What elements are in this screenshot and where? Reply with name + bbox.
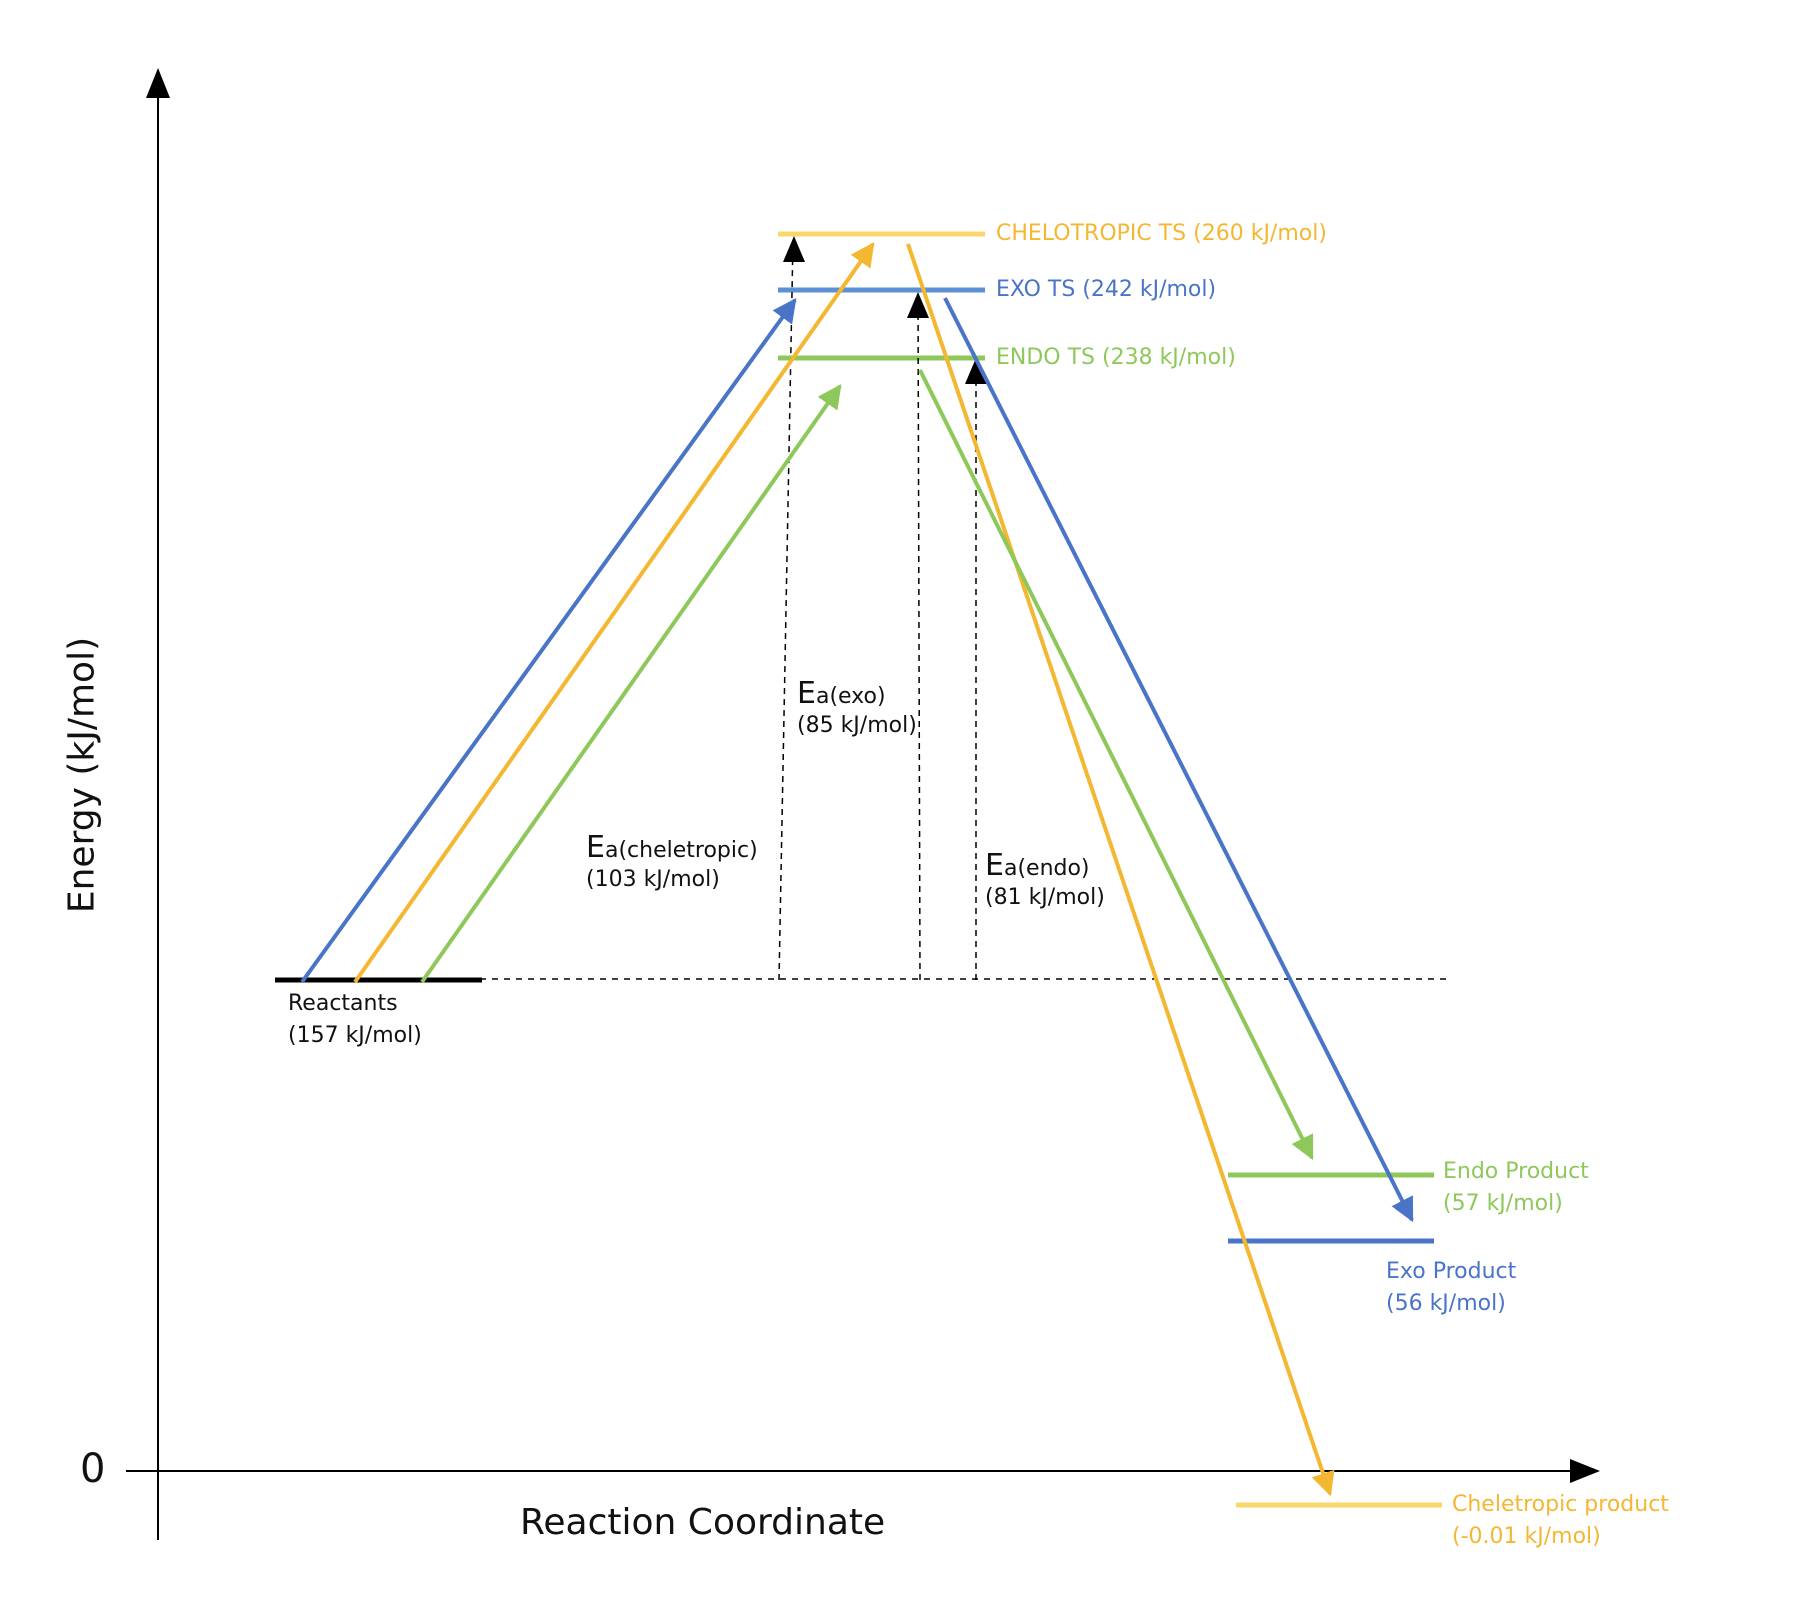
exo-product-name: Exo Product — [1386, 1259, 1517, 1284]
ea-exo-subscript: a(exo) — [815, 684, 886, 709]
ea-exo-label: Ea(exo) (85 kJ/mol) — [797, 676, 917, 738]
ea-cheletropic-symbol: E — [586, 830, 605, 865]
x-axis-title: Reaction Coordinate — [520, 1502, 886, 1543]
reactants-value: (157 kJ/mol) — [288, 1023, 422, 1048]
cheletropic-product-label: Cheletropic product (-0.01 kJ/mol) — [1452, 1489, 1669, 1553]
cheletropic-product-name: Cheletropic product — [1452, 1492, 1669, 1517]
ea-endo-label: Ea(endo) (81 kJ/mol) — [985, 848, 1105, 910]
reactants-name: Reactants — [288, 991, 398, 1016]
ea-exo-arrow — [778, 239, 794, 981]
exo-ts-label: EXO TS (242 kJ/mol) — [996, 277, 1217, 302]
ea-endo-value: (81 kJ/mol) — [985, 885, 1105, 910]
ea-endo-symbol: E — [985, 848, 1004, 883]
x-axis-arrowhead — [1570, 1459, 1600, 1483]
endo-path-down — [918, 369, 1314, 1161]
ea-endo-arrowhead-left — [907, 292, 929, 318]
endo-ts-label: ENDO TS (238 kJ/mol) — [996, 345, 1236, 370]
exo-path-down — [943, 297, 1414, 1223]
ea-endo-arrow-left — [917, 295, 921, 981]
y-axis-arrowhead — [146, 68, 170, 98]
exo-product-value: (56 kJ/mol) — [1386, 1291, 1506, 1316]
endo-product-value: (57 kJ/mol) — [1443, 1191, 1563, 1216]
ea-exo-symbol: E — [797, 676, 816, 711]
zero-tick-label: 0 — [80, 1446, 106, 1492]
exo-path-up — [300, 298, 797, 984]
endo-product-label: Endo Product (57 kJ/mol) — [1443, 1156, 1589, 1220]
endo-product-name: Endo Product — [1443, 1159, 1589, 1184]
cheletropic-ts-label: CHELOTROPIC TS (260 kJ/mol) — [996, 221, 1327, 246]
y-axis-title: Energy (kJ/mol) — [61, 636, 103, 914]
endo-path-up — [420, 384, 842, 984]
reactants-label: Reactants (157 kJ/mol) — [288, 988, 422, 1052]
ea-cheletropic-subscript: a(cheletropic) — [604, 838, 758, 863]
ea-cheletropic-value: (103 kJ/mol) — [586, 867, 720, 892]
cheletropic-path-up — [353, 242, 875, 984]
exo-product-label: Exo Product (56 kJ/mol) — [1386, 1256, 1516, 1320]
ea-exo-arrowhead — [783, 236, 805, 262]
cheletropic-path-down — [906, 243, 1335, 1497]
ea-cheletropic-label: Ea(cheletropic) (103 kJ/mol) — [586, 830, 758, 892]
ea-endo-subscript: a(endo) — [1003, 856, 1090, 881]
cheletropic-product-value: (-0.01 kJ/mol) — [1452, 1524, 1601, 1549]
ea-exo-value: (85 kJ/mol) — [797, 713, 917, 738]
ea-endo-arrowhead-right — [965, 358, 987, 384]
